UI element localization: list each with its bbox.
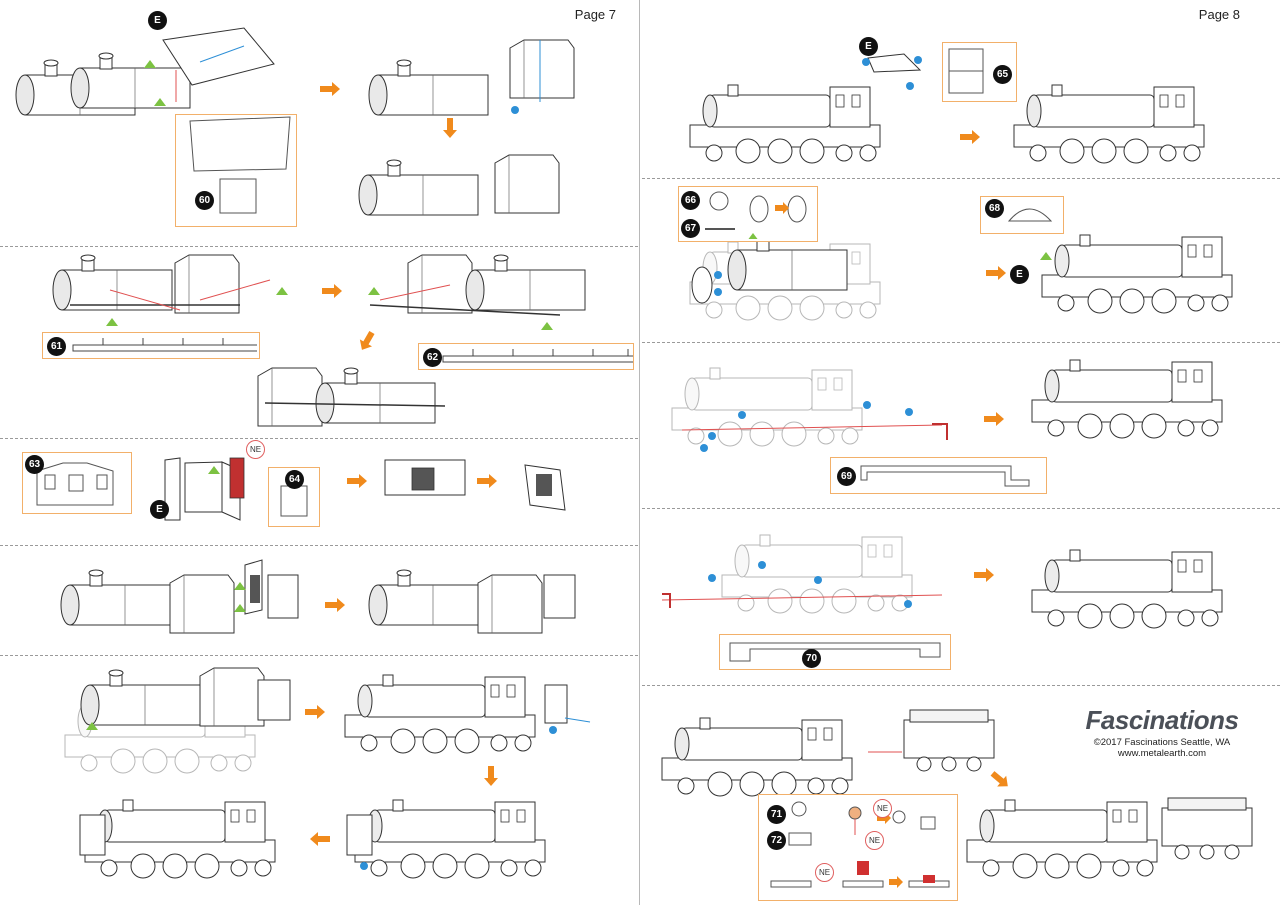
boiler-assembly bbox=[727, 234, 848, 291]
part-number-badge: 61 bbox=[47, 337, 66, 356]
part-callout-60: 60 bbox=[175, 114, 297, 227]
boiler-assembly bbox=[368, 569, 489, 626]
bolt-icon bbox=[511, 106, 519, 114]
page-7: Page 7 bbox=[0, 0, 638, 905]
step-arrow-icon bbox=[322, 284, 342, 298]
part-number-badge: 66 bbox=[681, 191, 700, 210]
step-arrow-icon bbox=[974, 568, 994, 582]
part-callout-69: 69 bbox=[830, 457, 1047, 494]
part-callout-68: 68 bbox=[980, 196, 1064, 234]
part-callout-65: 65 bbox=[942, 42, 1017, 102]
marker-e: E bbox=[150, 500, 169, 519]
step-divider bbox=[0, 438, 638, 439]
page-divider bbox=[639, 0, 640, 905]
boiler-assembly bbox=[60, 569, 181, 626]
part-callout-66-67: 66 67 bbox=[678, 186, 818, 242]
part-number-badge: 64 bbox=[285, 470, 304, 489]
locomotive-drawing bbox=[1013, 84, 1205, 164]
brand-block: Fascinations ©2017 Fascinations Seattle,… bbox=[1072, 705, 1252, 759]
step-arrow-icon bbox=[355, 329, 378, 354]
copyright-text: ©2017 Fascinations Seattle, WA bbox=[1093, 737, 1231, 748]
tender-drawing bbox=[903, 709, 995, 772]
part-65-drawing bbox=[948, 48, 984, 94]
locomotive-drawing bbox=[1041, 234, 1233, 314]
page-8: Page 8 bbox=[642, 0, 1280, 905]
boiler-assembly bbox=[358, 159, 479, 216]
marker-e: E bbox=[1010, 265, 1029, 284]
step-illustrations-page-7 bbox=[15, 27, 591, 879]
part-number-badge: 72 bbox=[767, 831, 786, 850]
step-arrow-icon bbox=[325, 598, 345, 612]
step-illustrations-page-8 bbox=[661, 53, 1253, 879]
part-number-badge: 60 bbox=[195, 191, 214, 210]
part-70-drawing bbox=[729, 642, 941, 662]
step-divider bbox=[642, 508, 1280, 509]
step-arrow-icon bbox=[960, 130, 980, 144]
part-number-badge: 70 bbox=[802, 649, 821, 668]
cab-roof-part bbox=[162, 27, 275, 86]
locomotive-drawing bbox=[344, 674, 536, 754]
step-arrow-icon bbox=[310, 832, 330, 846]
part-63-drawing bbox=[36, 462, 114, 506]
step-divider bbox=[642, 342, 1280, 343]
step-arrow-icon bbox=[988, 768, 1013, 792]
brand-logo: Fascinations bbox=[1085, 705, 1239, 735]
part-60-drawing bbox=[189, 116, 291, 214]
step-arrow-icon bbox=[320, 82, 340, 96]
locomotive-drawing bbox=[354, 799, 546, 879]
part-callout-70: 70 bbox=[719, 634, 951, 670]
part-number-badge: 62 bbox=[423, 348, 442, 367]
locomotive-drawing bbox=[966, 799, 1158, 879]
locomotive-drawing bbox=[661, 717, 853, 797]
boiler-assembly bbox=[80, 669, 201, 726]
part-callout-61: 61 bbox=[42, 332, 260, 359]
part-number-badge: 69 bbox=[837, 467, 856, 486]
website-link[interactable]: www.metalearth.com bbox=[1117, 748, 1207, 759]
step-divider bbox=[642, 178, 1280, 179]
page-number: Page 8 bbox=[1198, 7, 1240, 22]
marker-e: E bbox=[859, 37, 878, 56]
part-69-drawing bbox=[860, 465, 1030, 487]
step-arrow-icon bbox=[484, 766, 498, 786]
part-callout-62: 62 bbox=[418, 343, 634, 370]
part-number-badge: 68 bbox=[985, 199, 1004, 218]
part-callout-71-72: 71 72 NE NE NE bbox=[758, 794, 958, 901]
part-number-badge: 65 bbox=[993, 65, 1012, 84]
marker-ne: NE bbox=[246, 440, 265, 459]
step-arrow-icon bbox=[984, 412, 1004, 426]
part-number-badge: 67 bbox=[681, 219, 700, 238]
part-number-badge: 63 bbox=[25, 455, 44, 474]
marker-ne: NE bbox=[815, 863, 834, 882]
part-64-drawing bbox=[280, 485, 308, 517]
step-divider bbox=[0, 246, 638, 247]
part-68-drawing bbox=[1007, 208, 1053, 222]
locomotive-drawing bbox=[84, 799, 276, 879]
step-divider bbox=[642, 685, 1280, 686]
step-divider bbox=[0, 655, 638, 656]
marker-e: E bbox=[148, 11, 167, 30]
boiler-assembly bbox=[315, 367, 436, 424]
step-arrow-icon bbox=[305, 705, 325, 719]
page-number: Page 7 bbox=[574, 7, 616, 22]
step-divider bbox=[0, 545, 638, 546]
part-callout-63: 63 bbox=[22, 452, 132, 514]
locomotive-drawing bbox=[689, 84, 881, 164]
step-arrow-icon bbox=[443, 118, 457, 138]
boiler-assembly bbox=[368, 59, 489, 116]
tender-drawing bbox=[1161, 797, 1253, 860]
marker-ne: NE bbox=[865, 831, 884, 850]
locomotive-drawing bbox=[1031, 359, 1223, 439]
boiler-assembly bbox=[465, 254, 586, 311]
step-arrow-icon bbox=[986, 266, 1006, 280]
locomotive-drawing bbox=[1031, 549, 1223, 629]
step-arrow-icon bbox=[347, 474, 367, 488]
part-number-badge: 71 bbox=[767, 805, 786, 824]
marker-ne: NE bbox=[873, 799, 892, 818]
part-callout-64: 64 bbox=[268, 467, 320, 527]
part-71-72-drawing bbox=[770, 801, 950, 888]
boiler-assembly bbox=[52, 254, 173, 311]
boiler-assembly bbox=[70, 52, 191, 109]
step-arrow-icon bbox=[477, 474, 497, 488]
